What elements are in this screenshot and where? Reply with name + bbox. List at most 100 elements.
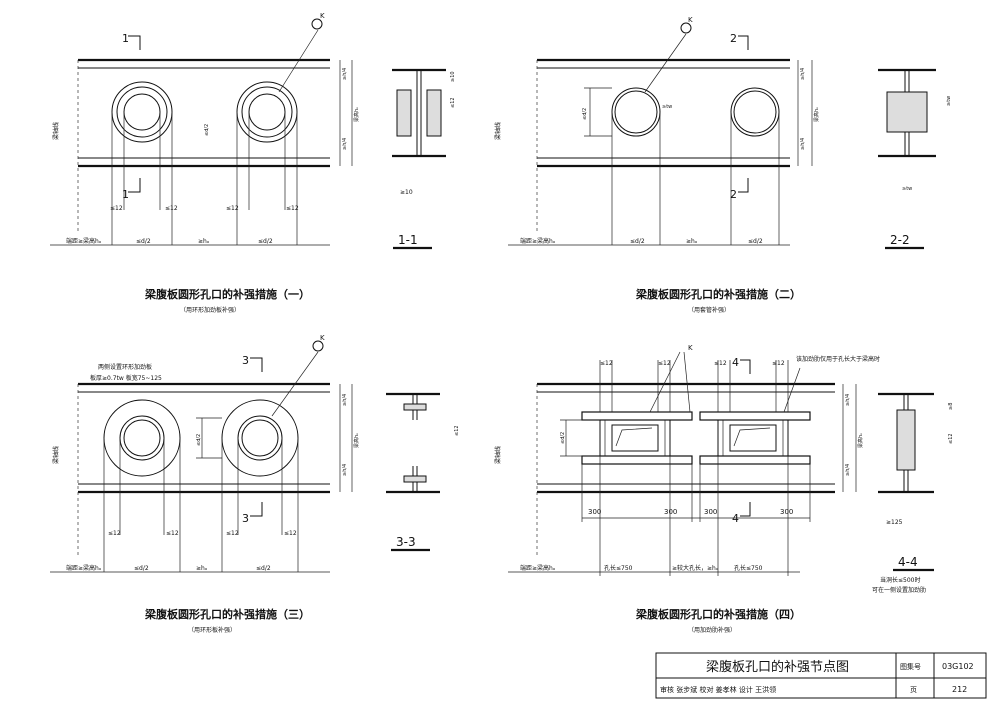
dim-beam-height: 梁高hₒ xyxy=(353,433,360,448)
panel-subtitle: （用环形板补强） xyxy=(188,626,236,634)
marker-k-label: K xyxy=(688,16,693,24)
dim-beam-height: 梁高hₒ xyxy=(813,107,820,122)
section-title-4-4: 4-4 xyxy=(898,555,918,569)
marker-k-label: K xyxy=(320,334,325,342)
end-distance: 端距≥梁高hₒ xyxy=(520,564,556,572)
dim-le12: ≤12 xyxy=(600,360,613,367)
dim-half-d: ≤d/2 xyxy=(748,238,763,245)
section-mark-top: 2 xyxy=(730,32,737,45)
section-mark-top: 1 xyxy=(122,32,129,45)
dim-le12: ≤12 xyxy=(658,360,671,367)
beam-axis-label: 梁轴线 xyxy=(494,446,502,464)
end-distance: 端距≥梁高hₒ xyxy=(66,237,102,245)
note-stiffener: 该加劲肋仅用于孔长大于梁高时 xyxy=(796,355,880,363)
dim-le12: ≤12 xyxy=(226,205,239,212)
section-mark-top: 3 xyxy=(242,354,249,367)
panel-4: 梁轴线 ≤12 ≤12 ≤12 ≤12 该加劲肋仅用于孔长大于梁高时 K xyxy=(494,344,954,634)
mid-spacing: ≥较大孔长，≥hₒ xyxy=(672,564,719,572)
dim-le12: ≤12 xyxy=(286,205,299,212)
dim-ge8: ≥8 xyxy=(948,403,954,410)
dim-d-half: ≤d/2 xyxy=(196,434,202,446)
section-title-2-2: 2-2 xyxy=(890,233,910,247)
section-mark-bottom: 1 xyxy=(122,188,129,201)
marker-k-label: K xyxy=(320,12,325,20)
dim-d-half: ≤d/2 xyxy=(582,108,588,120)
dim-ge10-bottom: ≥10 xyxy=(400,189,413,196)
note-section-1: 当洞长≤500时 xyxy=(880,576,920,584)
panel-2: 梁轴线 ≤d/2 ≥tw K 2 2 ≥h/4 ≥h/4 梁高hₒ 端距≥梁高h… xyxy=(494,16,952,314)
note-section-2: 可在一侧设置加劲肋 xyxy=(872,586,926,594)
dim-h-quarter-top: ≥h/4 xyxy=(845,394,851,406)
dim-300: 300 xyxy=(704,508,717,516)
marker-k-label: K xyxy=(688,344,693,352)
section-mark-bottom: 3 xyxy=(242,512,249,525)
panel-title: 梁腹板圆形孔口的补强措施（三） xyxy=(144,607,310,621)
section-title-1-1: 1-1 xyxy=(398,233,418,247)
dim-h-quarter-top: ≥h/4 xyxy=(800,68,806,80)
hole-length: 孔长≤750 xyxy=(604,564,633,572)
panel-subtitle: （用加劲肋补强） xyxy=(688,626,736,634)
section-mark-bottom: 4 xyxy=(732,512,739,525)
dim-half-d: ≤d/2 xyxy=(630,238,645,245)
dim-le12: ≤12 xyxy=(284,530,297,537)
dim-ge10: ≥10 xyxy=(450,71,456,82)
dim-le12: ≤12 xyxy=(165,205,178,212)
dim-le12: ≤12 xyxy=(108,530,121,537)
dim-tw: ≥tw xyxy=(662,104,672,110)
dim-half-d: ≤d/2 xyxy=(258,238,273,245)
atlas-label: 图集号 xyxy=(900,662,921,671)
dim-300: 300 xyxy=(780,508,793,516)
beam-axis-label: 梁轴线 xyxy=(52,446,60,464)
dim-beam-height: 梁高hₒ xyxy=(857,433,864,448)
page-number: 212 xyxy=(952,685,967,694)
atlas-number: 03G102 xyxy=(942,662,974,671)
dim-half-d: ≤d/2 xyxy=(134,565,149,572)
section-title-3-3: 3-3 xyxy=(396,535,416,549)
dim-ge-h0: ≥hₒ xyxy=(196,565,208,572)
dim-ge-h0: ≥hₒ xyxy=(198,238,210,245)
panel-subtitle: （用套管补强） xyxy=(688,306,730,314)
dim-300: 300 xyxy=(588,508,601,516)
review-row: 审核 张步斌 校对 姜孝林 设计 王洪领 xyxy=(660,685,776,694)
hole-length: 孔长≤750 xyxy=(734,564,763,572)
dim-le12: ≤12 xyxy=(166,530,179,537)
dim-ge125: ≥125 xyxy=(886,519,903,526)
dim-d-half: ≤d/2 xyxy=(204,124,210,136)
dim-le12: ≤12 xyxy=(110,205,123,212)
dim-h-quarter-bot: ≥h/4 xyxy=(342,138,348,150)
section-mark-bottom: 2 xyxy=(730,188,737,201)
dim-beam-height: 梁高hₒ xyxy=(353,107,360,122)
panel-title: 梁腹板圆形孔口的补强措施（二） xyxy=(635,287,801,301)
dim-le12-section: ≤12 xyxy=(450,97,456,108)
note-plate-size: 板厚≥0.7tw 板宽75~125 xyxy=(90,374,162,382)
beam-axis-label: 梁轴线 xyxy=(494,122,502,140)
dim-le12: ≤12 xyxy=(772,360,785,367)
dim-le12: ≤12 xyxy=(714,360,727,367)
dim-half-d: ≤d/2 xyxy=(256,565,271,572)
dim-t: ≥tw xyxy=(902,186,912,192)
end-distance: 端距≥梁高hₒ xyxy=(520,237,556,245)
note-ring-plate: 两侧设置环形加劲板 xyxy=(98,363,152,371)
panel-1: 梁轴线 K 1 1 ≥h/4 ≥h/4 梁高hₒ ≤12 ≤12 ≤ xyxy=(50,12,456,314)
end-distance: 端距≥梁高hₒ xyxy=(66,564,102,572)
dim-h-quarter-bot: ≥h/4 xyxy=(342,464,348,476)
dim-le12: ≤12 xyxy=(226,530,239,537)
section-mark-top: 4 xyxy=(732,356,739,369)
title-block: 梁腹板孔口的补强节点图 图集号 03G102 审核 张步斌 校对 姜孝林 设计 … xyxy=(655,652,987,699)
panel-title: 梁腹板圆形孔口的补强措施（一） xyxy=(144,287,310,301)
panel-subtitle: （用环形加劲板补强） xyxy=(180,306,240,314)
dim-d-half: ≤d/2 xyxy=(560,432,566,444)
page-label: 页 xyxy=(910,686,917,694)
dim-half-d: ≤d/2 xyxy=(136,238,151,245)
dim-300: 300 xyxy=(664,508,677,516)
dim-h-quarter-top: ≥h/4 xyxy=(342,68,348,80)
dim-h-quarter-bot: ≥h/4 xyxy=(845,464,851,476)
beam-axis-label: 梁轴线 xyxy=(52,122,60,140)
panel-3: 梁轴线 ≤d/2 两侧设置环形加劲板 板厚≥0.7tw 板宽75~125 K 3… xyxy=(50,334,460,634)
dim-h-quarter-bot: ≥h/4 xyxy=(800,138,806,150)
drawing-title: 梁腹板孔口的补强节点图 xyxy=(706,659,849,675)
dim-le12-section: ≤12 xyxy=(454,425,460,436)
dim-h-quarter-top: ≥h/4 xyxy=(342,394,348,406)
